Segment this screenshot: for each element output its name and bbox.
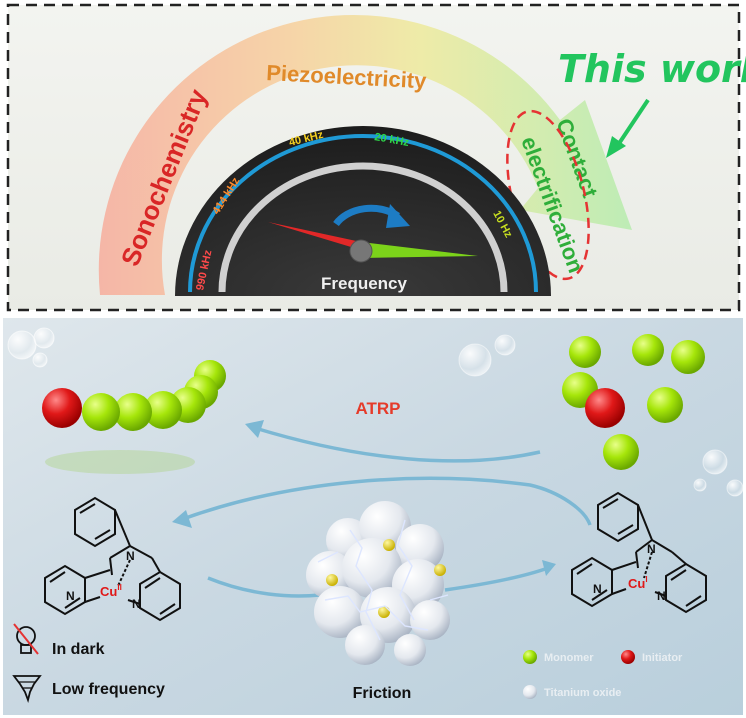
polymer-chain (42, 360, 226, 474)
legend-titanium-swatch (523, 685, 537, 699)
cu2-n-left: N (66, 589, 75, 603)
needle-red (268, 222, 361, 250)
bubbles (7, 327, 744, 497)
atrp-label: ATRP (355, 399, 400, 418)
reduction-arrows (207, 560, 556, 598)
needle-green (361, 242, 478, 258)
cu1-n-top: N (647, 542, 656, 556)
dark-bulb-icon (13, 623, 39, 655)
friction-label: Friction (353, 685, 412, 702)
low-frequency-icon (12, 675, 42, 704)
gauge-silver-ring (218, 162, 508, 293)
atrp-crossing-arrows (172, 420, 592, 528)
cu1-n-right: N (657, 589, 666, 603)
this-work-label: This work (558, 47, 746, 91)
this-work-arrow (614, 98, 650, 150)
legend-titanium-label: Titanium oxide (544, 687, 621, 699)
legend-monomer-label: Monomer (544, 652, 594, 664)
cu1-complex (571, 491, 707, 614)
cu2-n-top: N (126, 549, 135, 563)
gauge-title: Frequency (321, 274, 408, 293)
gauge-curved-arrow-head (386, 204, 410, 228)
initiator-ball (42, 388, 82, 428)
legend-initiator-swatch (621, 650, 635, 664)
low-frequency-label: Low frequency (52, 681, 165, 698)
tio2-cluster (306, 501, 450, 666)
cu2-metal-label: CuII (100, 583, 122, 599)
in-dark-label: In dark (52, 641, 105, 658)
cu2-complex (44, 496, 181, 622)
frequency-arc-band (98, 14, 632, 296)
cu2-n-right: N (132, 597, 141, 611)
legend-initiator-label: Initiator (642, 652, 683, 664)
free-monomers (562, 334, 705, 470)
this-work-arrow-head (606, 136, 626, 158)
legend-monomer-swatch (523, 650, 537, 664)
needle-pivot (349, 239, 373, 263)
gauge-blue-ring (188, 134, 538, 293)
cu1-metal-label: CuI (628, 575, 648, 591)
cu1-n-left: N (593, 582, 602, 596)
